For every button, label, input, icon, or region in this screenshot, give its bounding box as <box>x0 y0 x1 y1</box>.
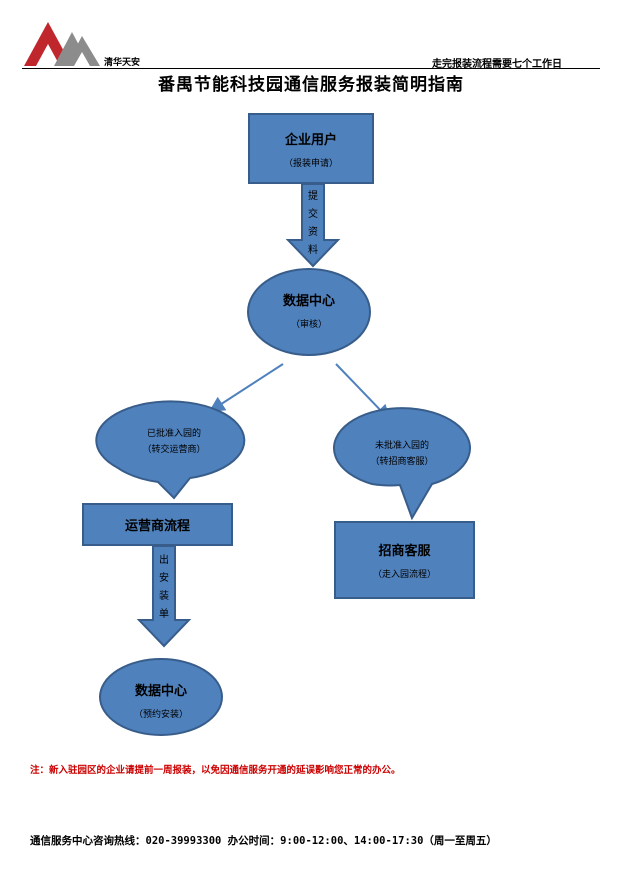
approved-bubble-shape <box>95 400 246 500</box>
data-center-install-title: 数据中心 <box>134 684 187 699</box>
notice-text: 注：新入驻园区的企业请提前一周报装，以免因通信服务开通的延误影响您正常的办公。 <box>30 765 401 776</box>
install-arrow-label: 出安装单 <box>159 555 169 620</box>
logo-name: 清华天安 <box>104 58 141 68</box>
investment-service-box: 招商客服 （走入园流程） <box>334 521 475 599</box>
data-center-review-node: 数据中心 （审核） <box>248 290 370 330</box>
operator-flow-title: 运营商流程 <box>124 519 190 534</box>
investment-service-sub: （走入园流程） <box>372 570 436 580</box>
data-center-review-shape <box>247 268 371 356</box>
contact-footer: 通信服务中心咨询热线：020-39993300 办公时间：9:00-12:00、… <box>30 835 497 847</box>
data-center-install-node: 数据中心 （预约安装） <box>100 680 222 720</box>
approved-bubble-line2: （转交运营商） <box>142 445 206 455</box>
install-block-arrow <box>136 545 192 648</box>
enterprise-user-box: 企业用户 （报装申请） <box>248 113 374 184</box>
data-center-review-sub: （审核） <box>290 320 327 330</box>
submit-arrow-label: 提交资料 <box>308 191 318 256</box>
header-note: 走完报装流程需要七个工作日 <box>432 59 562 70</box>
data-center-install-sub: （预约安装） <box>133 710 188 720</box>
company-logo <box>24 22 100 66</box>
not-approved-bubble-node: 未批准入园的 （转招商客服） <box>334 438 470 470</box>
investment-service-title: 招商客服 <box>378 544 431 559</box>
data-center-install-shape <box>99 658 223 736</box>
not-approved-connector <box>335 363 391 421</box>
not-approved-bubble-line1: 未批准入园的 <box>374 441 429 451</box>
approved-connector <box>208 363 284 413</box>
approved-bubble-node: 已批准入园的 （转交运营商） <box>100 426 248 458</box>
enterprise-user-title: 企业用户 <box>284 132 337 148</box>
operator-flow-box: 运营商流程 <box>82 503 233 546</box>
submit-block-arrow <box>285 183 341 268</box>
enterprise-user-sub: （报装申请） <box>283 158 338 169</box>
data-center-review-title: 数据中心 <box>282 294 335 309</box>
not-approved-bubble-shape <box>333 407 471 521</box>
not-approved-bubble-line2: （转招商客服） <box>370 457 434 467</box>
header-divider <box>22 68 600 69</box>
page-title: 番禺节能科技园通信服务报装简明指南 <box>158 75 464 95</box>
approved-bubble-line1: 已批准入园的 <box>146 429 201 439</box>
